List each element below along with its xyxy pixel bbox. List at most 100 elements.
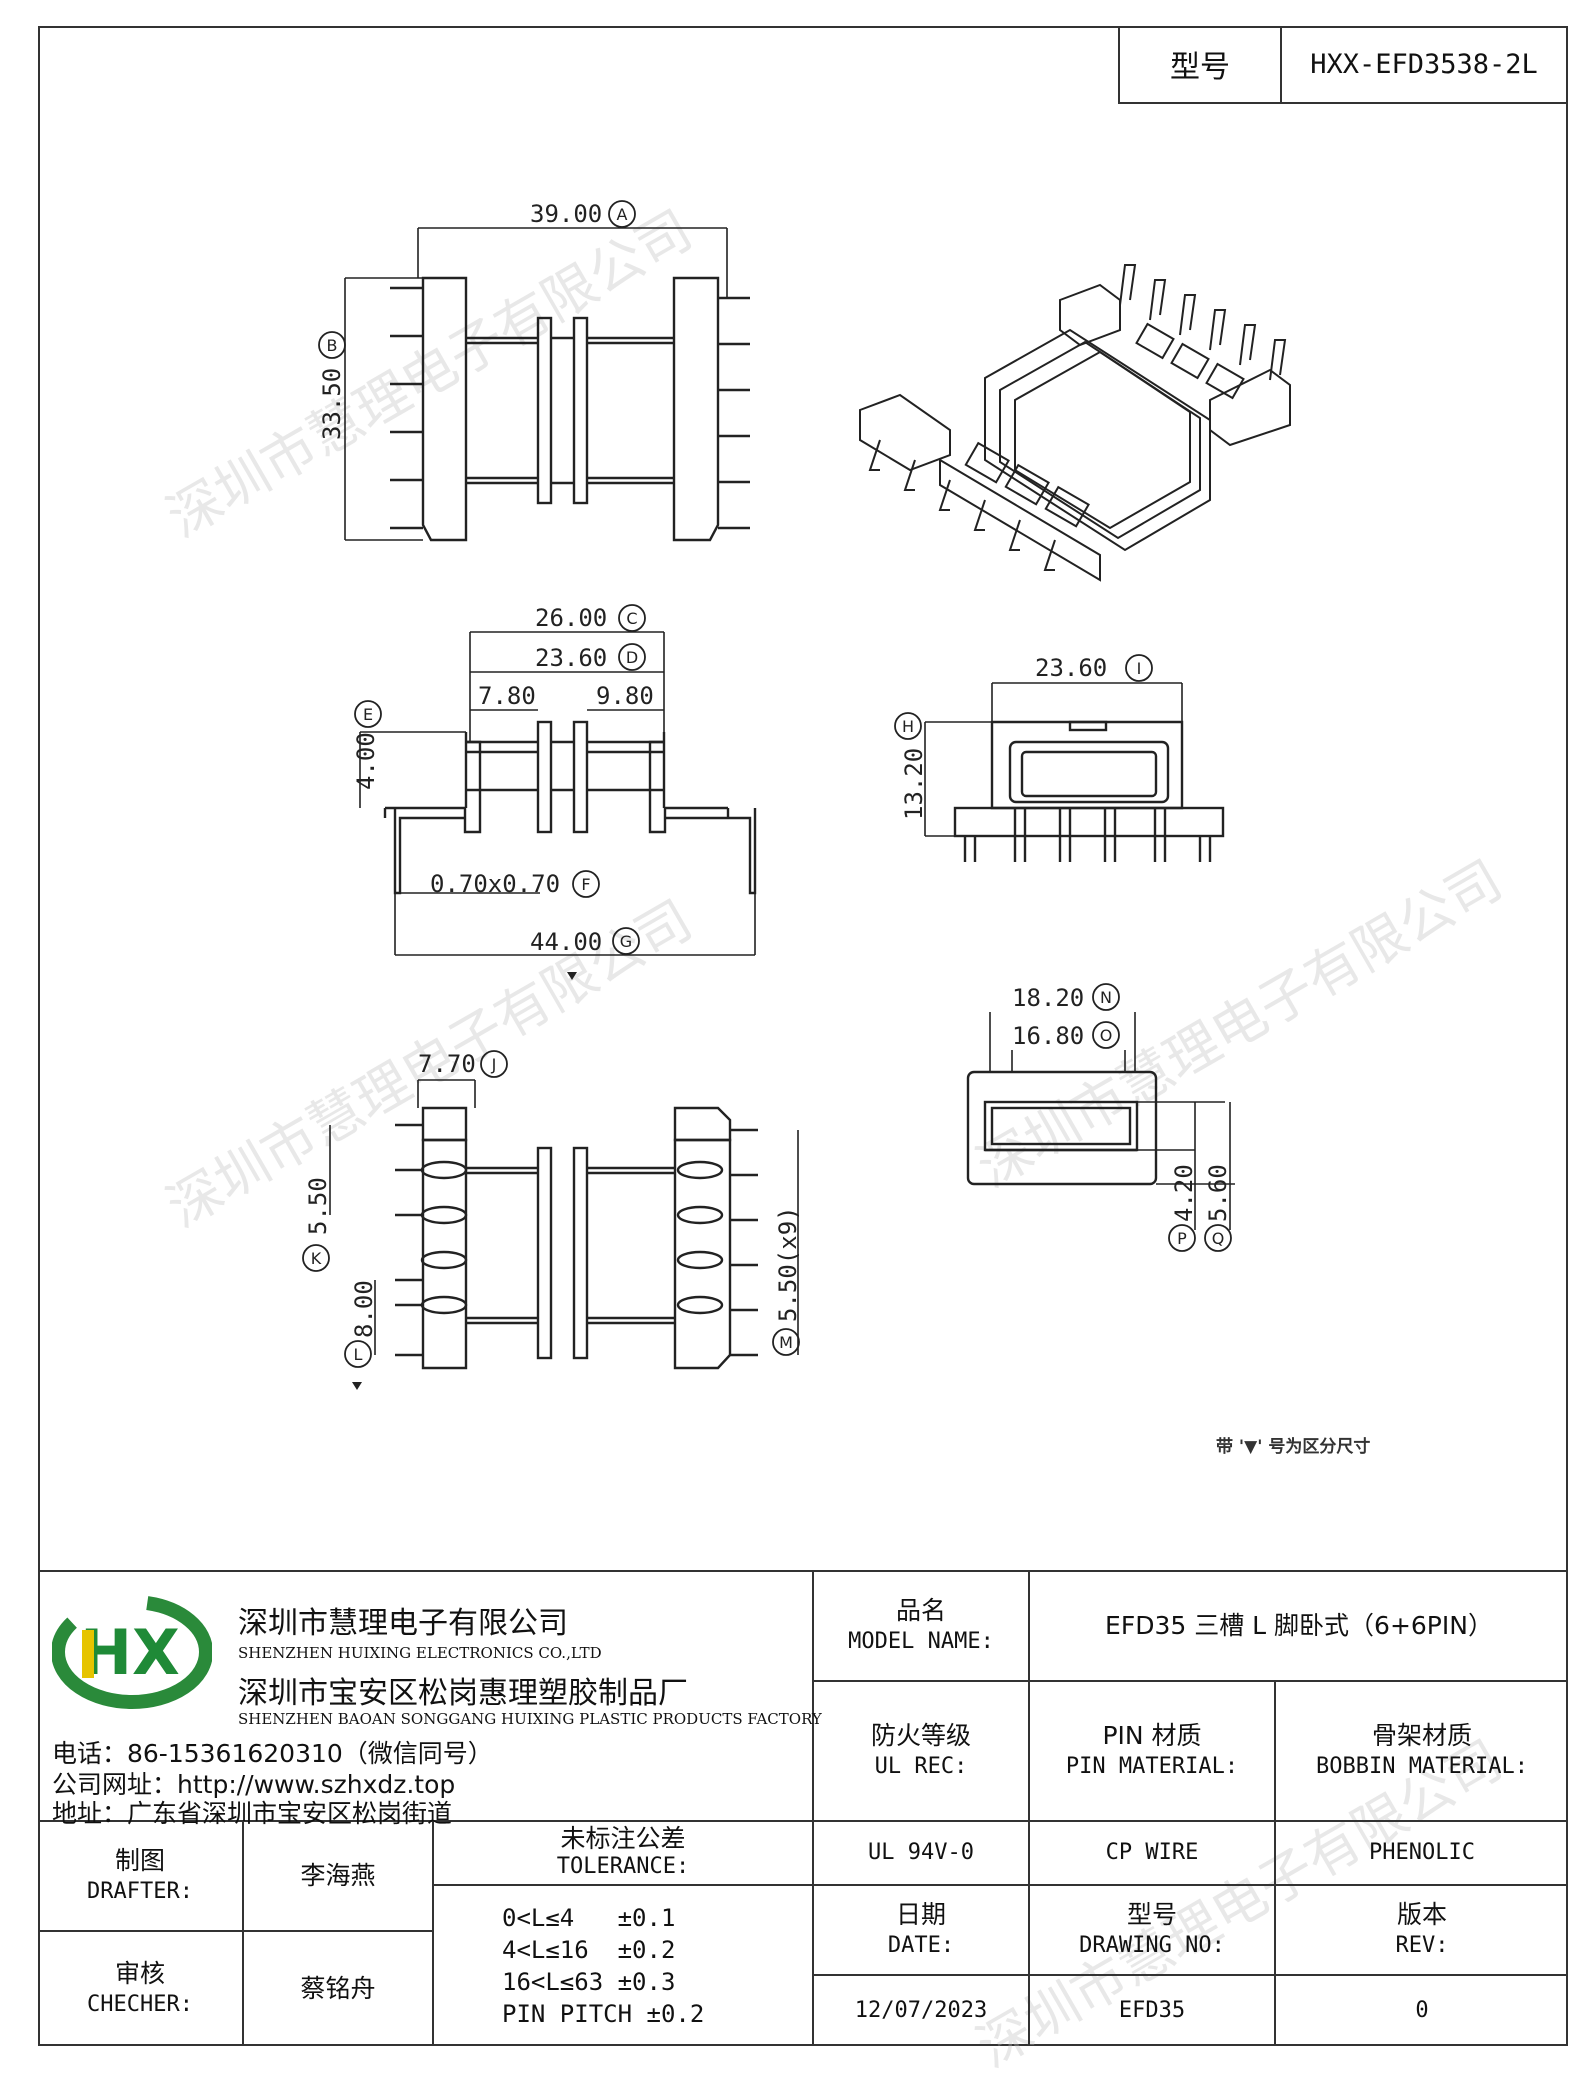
- pin-material-label: PIN 材质 PIN MATERIAL:: [1030, 1682, 1276, 1822]
- side-view: [924, 682, 1225, 862]
- rev-cn: 版本: [1396, 1900, 1447, 1929]
- company-name-en: SHENZHEN HUIXING ELECTRONICS CO.,LTD: [238, 1644, 602, 1662]
- dim-c: 26.00: [535, 604, 607, 632]
- dim-o: 16.80: [1012, 1022, 1084, 1050]
- callout-i: I: [1137, 659, 1142, 678]
- drafter-label: 制图 DRAFTER:: [38, 1822, 244, 1932]
- callout-c: C: [626, 609, 637, 628]
- logo-letters: HX: [80, 1616, 180, 1689]
- dim-d2: 9.80: [596, 682, 654, 710]
- checker-cn: 审核: [114, 1959, 165, 1988]
- dimension-note: 带 '▼' 号为区分尺寸: [1216, 1437, 1371, 1457]
- model-name-cn: 品名: [895, 1596, 946, 1625]
- callout-o: O: [1100, 1026, 1113, 1045]
- dim-j: 7.70: [418, 1050, 476, 1078]
- dim-q: 5.60: [1204, 1164, 1232, 1222]
- callout-g: G: [620, 932, 632, 951]
- checker-label: 审核 CHECHER:: [38, 1932, 244, 2046]
- model-name-label: 品名 MODEL NAME:: [814, 1572, 1030, 1682]
- drawing-no-label: 型号 DRAWING NO:: [1030, 1886, 1276, 1976]
- callout-j: J: [491, 1055, 497, 1074]
- date-text: 12/07/2023: [854, 1998, 988, 2023]
- drafter-name: 李海燕: [300, 1861, 376, 1890]
- ul-rec-label: 防火等级 UL REC:: [814, 1682, 1030, 1822]
- model-name-en: MODEL NAME:: [848, 1629, 994, 1654]
- callout-circles: [302, 200, 1232, 1368]
- dim-n: 18.20: [1012, 984, 1084, 1012]
- pin-cn: PIN 材质: [1102, 1721, 1202, 1750]
- tolerance-cn: 未标注公差: [560, 1824, 686, 1853]
- bobbin-material-label: 骨架材质 BOBBIN MATERIAL:: [1276, 1682, 1568, 1822]
- pin-value: CP WIRE: [1105, 1840, 1199, 1865]
- dim-p: 4.20: [1170, 1164, 1198, 1222]
- callout-k: K: [311, 1249, 322, 1268]
- bobbin-material-value: PHENOLIC: [1276, 1822, 1568, 1886]
- callout-e: E: [363, 705, 373, 724]
- model-number-box: 型号 HXX-EFD3538-2L: [1118, 26, 1568, 104]
- dim-l: 8.00: [350, 1280, 378, 1338]
- dim-e: 4.00: [352, 732, 380, 790]
- dimension-labels: 39.00 33.50 26.00 23.60 7.80 9.80 4.00 0…: [304, 200, 1232, 1338]
- dim-h: 13.20: [900, 748, 928, 820]
- pin-material-value: CP WIRE: [1030, 1822, 1276, 1886]
- ul-en: UL REC:: [874, 1754, 968, 1779]
- tolerance-label: 未标注公差 TOLERANCE:: [434, 1822, 814, 1886]
- tolerance-values: 0<L≤4 ±0.1 4<L≤16 ±0.2 16<L≤63 ±0.3 PIN …: [434, 1886, 814, 2046]
- title-block: HX 深圳市慧理电子有限公司 SHENZHEN HUIXING ELECTRON…: [38, 1570, 1568, 2046]
- callout-b: B: [327, 336, 338, 355]
- dim-a: 39.00: [530, 200, 602, 228]
- drafter-cn: 制图: [114, 1846, 165, 1875]
- drawing-no-text: EFD35: [1118, 1998, 1186, 2023]
- callout-m: M: [779, 1333, 793, 1352]
- dim-g: 44.00: [530, 928, 602, 956]
- tolerance-line: 0<L≤4 ±0.1: [502, 1904, 676, 1932]
- model-value: HXX-EFD3538-2L: [1310, 48, 1538, 80]
- checker-name: 蔡铭舟: [300, 1974, 376, 2003]
- date-en: DATE:: [887, 1933, 955, 1958]
- dim-i: 23.60: [1035, 654, 1107, 682]
- dim-k: 5.50: [304, 1177, 332, 1235]
- dim-f: 0.70x0.70: [430, 870, 560, 898]
- factory-name-en: SHENZHEN BAOAN SONGGANG HUIXING PLASTIC …: [238, 1710, 822, 1728]
- isometric-view: [859, 264, 1291, 582]
- drafter-en: DRAFTER:: [87, 1879, 193, 1904]
- pin-en: PIN MATERIAL:: [1065, 1754, 1239, 1779]
- factory-name-cn: 深圳市宝安区松岗惠理塑胶制品厂: [238, 1676, 688, 1711]
- bottom-view: [329, 1079, 799, 1370]
- dim-b: 33.50: [318, 368, 346, 440]
- marker-triangles: [352, 972, 577, 1390]
- tolerance-en: TOLERANCE:: [556, 1854, 690, 1879]
- company-area: HX 深圳市慧理电子有限公司 SHENZHEN HUIXING ELECTRON…: [38, 1572, 822, 1828]
- drawing-frame: [38, 26, 1568, 2046]
- rev-en: REV:: [1395, 1933, 1449, 1958]
- callout-f: F: [581, 875, 590, 894]
- callout-a: A: [617, 205, 628, 224]
- company-website: 公司网址：http://www.szhxdz.top: [52, 1770, 456, 1799]
- top-view: [344, 227, 750, 542]
- rev-label: 版本 REV:: [1276, 1886, 1568, 1976]
- checker-en: CHECHER:: [87, 1992, 193, 2017]
- callout-h: H: [902, 717, 914, 736]
- tolerance-line: PIN PITCH ±0.2: [502, 2000, 705, 2028]
- drafter-value: 李海燕: [244, 1822, 434, 1932]
- callout-p: P: [1177, 1229, 1187, 1248]
- dim-d: 23.60: [535, 644, 607, 672]
- tolerance-line: 16<L≤63 ±0.3: [502, 1968, 676, 1996]
- company-phone: 电话：86-15361620310（微信同号）: [52, 1739, 493, 1768]
- drawing-no-en: DRAWING NO:: [1079, 1933, 1225, 1958]
- drawing-no-cn: 型号: [1126, 1900, 1177, 1929]
- callout-l: L: [354, 1345, 363, 1364]
- model-name-text: EFD35 三槽 L 脚卧式（6+6PIN）: [1105, 1611, 1493, 1640]
- bobbin-cn: 骨架材质: [1371, 1721, 1472, 1750]
- model-name-value: EFD35 三槽 L 脚卧式（6+6PIN）: [1030, 1572, 1568, 1682]
- company-address: 地址：广东省深圳市宝安区松岗街道: [52, 1799, 453, 1828]
- bobbin-en: BOBBIN MATERIAL:: [1316, 1754, 1528, 1779]
- checker-value: 蔡铭舟: [244, 1932, 434, 2046]
- date-label: 日期 DATE:: [814, 1886, 1030, 1976]
- ul-cn: 防火等级: [870, 1721, 971, 1750]
- front-view: [359, 631, 757, 956]
- model-label: 型号: [1120, 26, 1282, 102]
- ul-rec-value: UL 94V-0: [814, 1822, 1030, 1886]
- company-name-cn: 深圳市慧理电子有限公司: [238, 1606, 568, 1641]
- ul-value: UL 94V-0: [868, 1840, 974, 1865]
